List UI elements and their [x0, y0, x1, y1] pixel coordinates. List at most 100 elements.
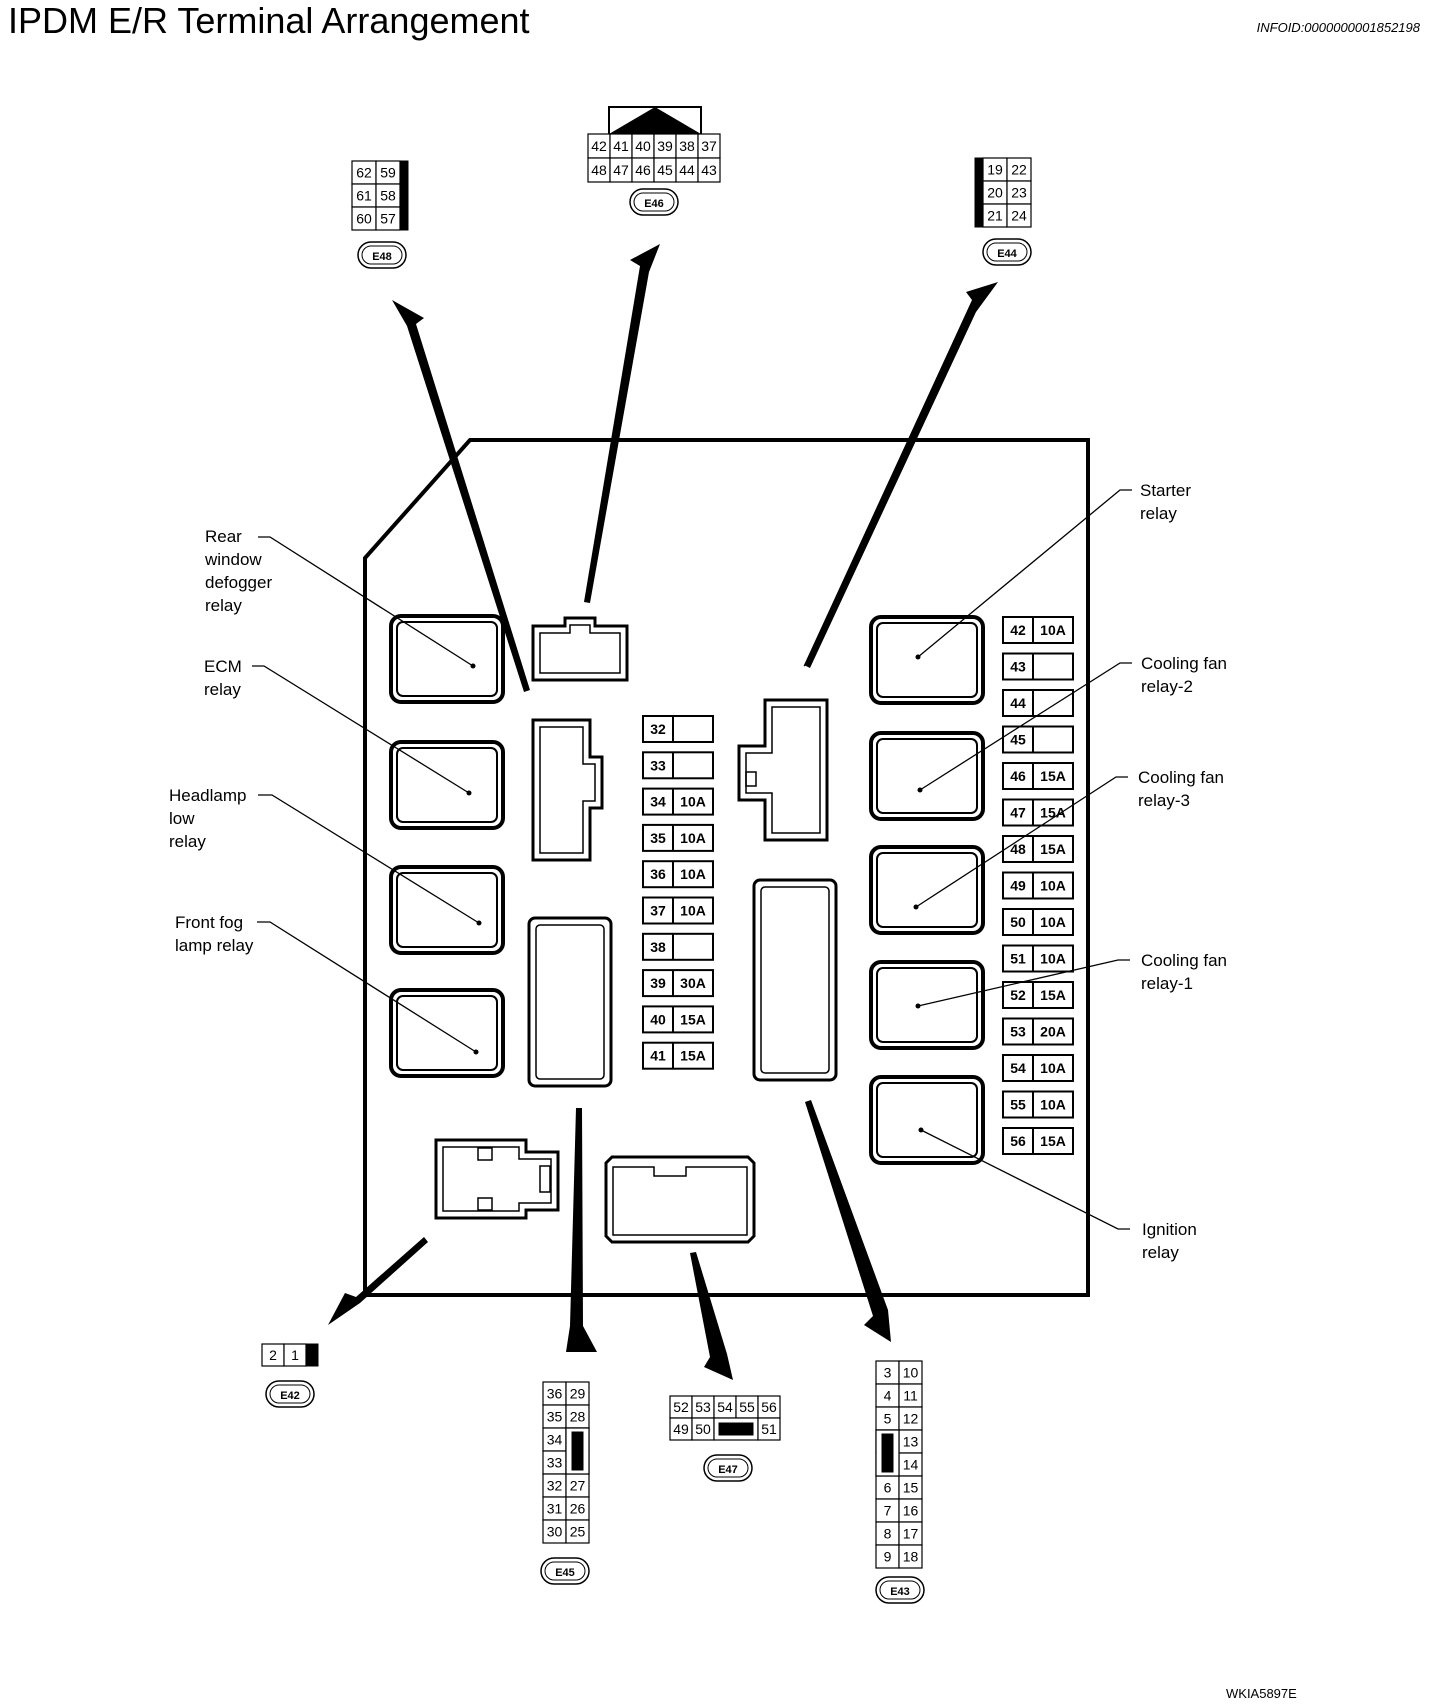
- fuse-rating: 15A: [680, 1011, 706, 1027]
- pin-number: 46: [635, 162, 651, 178]
- relay-cooling-fan-3: [869, 845, 985, 935]
- pin-number: 3: [884, 1365, 892, 1381]
- pin-number: 7: [884, 1503, 892, 1519]
- fuse-50: 50 10A: [1002, 908, 1074, 936]
- pin-cell: [898, 1544, 923, 1569]
- pin-number: 9: [884, 1549, 892, 1565]
- fuse-number: 52: [1010, 987, 1026, 1003]
- pin-number: 44: [679, 162, 695, 178]
- pin-number: 48: [591, 162, 607, 178]
- pin-number: 10: [903, 1365, 919, 1381]
- fuse-number: 55: [1010, 1097, 1026, 1113]
- pin-number: 41: [613, 138, 629, 154]
- fuse-number: 43: [1010, 659, 1026, 675]
- fuse-44: 44: [1002, 689, 1074, 717]
- fuse-rating: 10A: [1040, 914, 1066, 930]
- relay-starter: [869, 615, 985, 705]
- relay-rear-defogger: [389, 614, 505, 704]
- e46-lock-tab: [608, 106, 702, 134]
- pin-number: 33: [547, 1455, 563, 1471]
- label-headlamp-low: Headlamp low relay: [169, 786, 251, 851]
- pin-number: 50: [695, 1421, 711, 1437]
- pin-cell: [565, 1519, 590, 1544]
- fuse-rating: 10A: [1040, 951, 1066, 967]
- pin-number: 38: [679, 138, 695, 154]
- ipdm-housing: [363, 438, 1090, 1297]
- label-front-fog: Front fog lamp relay: [175, 913, 254, 955]
- fuse-rating: 10A: [680, 903, 706, 919]
- arrow-e42: [328, 1237, 428, 1325]
- badge-e42: E42: [265, 1380, 315, 1408]
- fuse-number: 53: [1010, 1024, 1026, 1040]
- pin-number: 26: [570, 1501, 586, 1517]
- pin-number: 56: [761, 1399, 777, 1415]
- fuse-number: 44: [1010, 695, 1026, 711]
- pin-number: 58: [380, 188, 396, 204]
- pin-number: 28: [570, 1409, 586, 1425]
- pin-number: 1: [291, 1347, 299, 1363]
- pin-number: 51: [761, 1421, 777, 1437]
- pin-number: 43: [701, 162, 717, 178]
- pin-number: 17: [903, 1526, 919, 1542]
- pin-number: 8: [884, 1526, 892, 1542]
- fuse-38: 38: [642, 932, 714, 961]
- fuse-45: 45: [1002, 725, 1074, 754]
- pin-number: 27: [570, 1478, 586, 1494]
- filled-cavity: [399, 160, 409, 231]
- pin-number: 62: [356, 165, 372, 181]
- relay-cooling-fan-2: [869, 731, 985, 821]
- fuse-rating: 15A: [1040, 841, 1066, 857]
- socket-e43: [752, 878, 838, 1082]
- pin-number: 19: [987, 162, 1003, 178]
- pin-number: 15: [903, 1480, 919, 1496]
- leader-dots: [466, 654, 924, 1133]
- fuse-number: 50: [1010, 914, 1026, 930]
- fuse-number: 51: [1010, 951, 1026, 967]
- arrow-e47: [690, 1252, 733, 1380]
- pin-number: 57: [380, 211, 396, 227]
- fuse-rating: 20A: [1040, 1024, 1066, 1040]
- arrow-e45: [566, 1108, 597, 1352]
- label-cooling-fan-3: Cooling fan relay-3: [1138, 768, 1229, 810]
- relay-headlamp-low: [389, 865, 505, 955]
- fuse-53: 53 20A: [1002, 1017, 1074, 1046]
- right-relays: [869, 615, 985, 1165]
- fuse-32: 32: [642, 715, 714, 743]
- fuse-43: 43: [1002, 652, 1074, 681]
- page-title: IPDM E/R Terminal Arrangement: [8, 0, 530, 41]
- pin-number: 45: [657, 162, 673, 178]
- pin-number: 36: [547, 1386, 563, 1402]
- pin-number: 16: [903, 1503, 919, 1519]
- pin-number: 60: [356, 211, 372, 227]
- fuse-number: 41: [650, 1048, 666, 1064]
- fuse-number: 46: [1010, 768, 1026, 784]
- socket-e44: [737, 698, 829, 842]
- label-cooling-fan-1: Cooling fan relay-1: [1141, 951, 1232, 993]
- label-ignition: Ignition relay: [1142, 1220, 1202, 1262]
- left-relays: [389, 614, 505, 1078]
- pin-number: 29: [570, 1386, 586, 1402]
- socket-e46: [531, 616, 629, 682]
- label-cooling-fan-2: Cooling fan relay-2: [1141, 654, 1232, 696]
- label-rear-defogger: Rear window defogger relay: [204, 527, 277, 615]
- pin-number: 39: [657, 138, 673, 154]
- pin-number: 53: [695, 1399, 711, 1415]
- badge-e47: E47: [703, 1454, 753, 1482]
- relay-cooling-fan-1: [869, 960, 985, 1050]
- fuse-rating: 10A: [1040, 1060, 1066, 1076]
- fuse-rating: 10A: [680, 830, 706, 846]
- pin-number: 32: [547, 1478, 563, 1494]
- pin-number: 54: [717, 1399, 733, 1415]
